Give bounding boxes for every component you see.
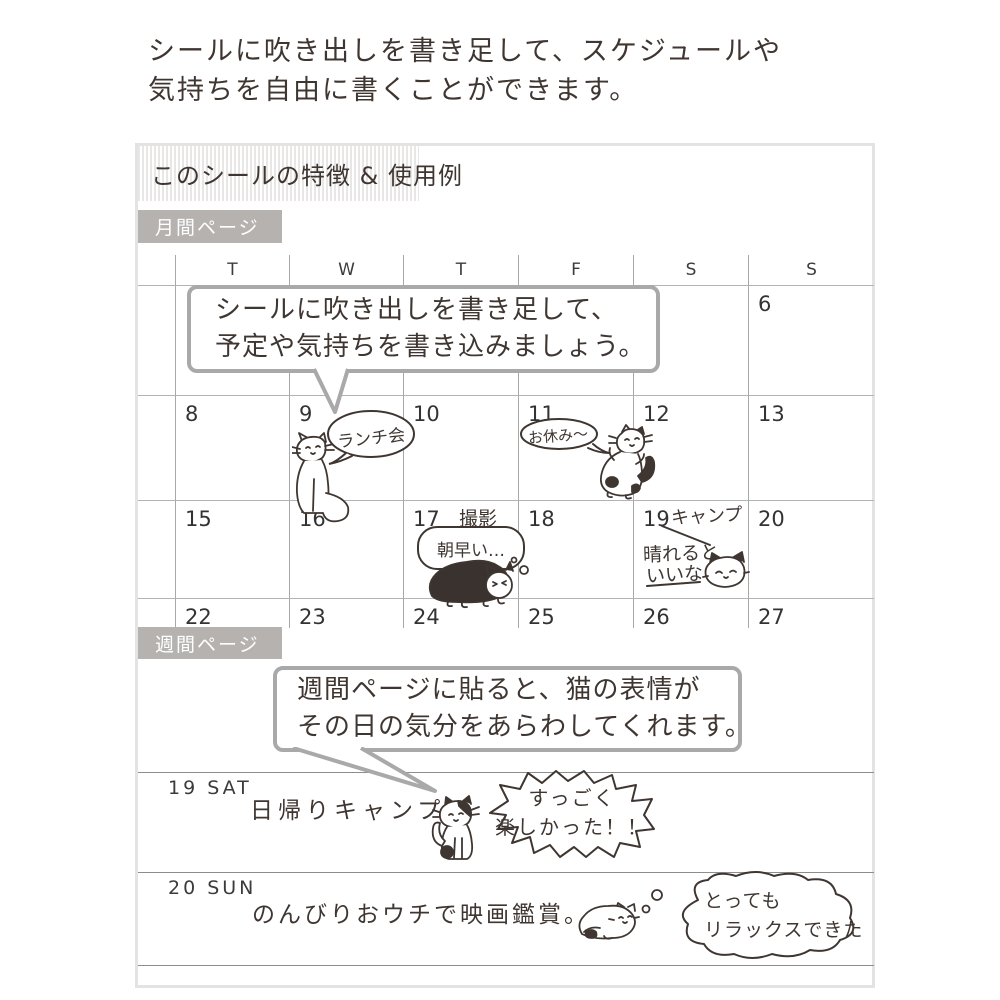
calendar-cell-10: 10	[404, 395, 519, 500]
calendar-cell-26: 26	[634, 598, 749, 628]
weekly-row-entry: 日帰りキャンプ	[250, 798, 446, 824]
calendar-cell-6: 6	[749, 285, 874, 395]
calendar-cell-25: 25	[519, 598, 634, 628]
weekly-callout-tail	[292, 747, 437, 793]
calendar-cell-8: 8	[176, 395, 290, 500]
weekly-row-entry: のんびりおウチで映画鑑賞。	[252, 902, 590, 928]
weekly-page-label: 週間ページ	[138, 627, 282, 659]
calendar-cell-27: 27	[749, 598, 874, 628]
thought-dots-icon	[510, 556, 529, 575]
burst-bubble-line1: すっごく	[528, 786, 616, 810]
weekday-header: T	[404, 255, 519, 285]
burst-bubble-line2: 楽しかった！！	[495, 815, 649, 839]
calendar-cell	[138, 500, 176, 598]
monthly-page-label: 月間ページ	[138, 210, 282, 243]
monthly-callout-bubble: シールに吹き出しを書き足して、 予定や気持ちを書き込みましょう。	[187, 285, 660, 373]
calendar-cell-12: 12	[634, 395, 749, 500]
weekly-callout-bubble: 週間ページに貼ると、猫の表情が その日の気分をあらわしてくれます。	[273, 666, 752, 752]
patched-cat-illustration	[599, 424, 656, 500]
weekday-header: F	[519, 255, 634, 285]
burst-speech-bubble: すっごく 楽しかった！！	[486, 767, 658, 859]
weekly-page-label-text: 週間ページ	[155, 633, 260, 656]
calendar-cell	[138, 395, 176, 500]
monthly-page-label-text: 月間ページ	[155, 217, 260, 239]
cloud-bubble-line1: とっても	[704, 890, 782, 912]
intro-line1: シールに吹き出しを書き足して、スケジュールや	[148, 36, 782, 67]
intro-line2: 気持ちを自由に書くことができます。	[148, 75, 639, 106]
speech-bubble-dayoff: お休み〜	[519, 417, 611, 459]
weekly-callout-line1: 週間ページに貼ると、猫の表情が	[297, 675, 701, 705]
section-title: このシールの特徴 & 使用例	[151, 162, 463, 190]
weekday-header: T	[176, 255, 290, 285]
weekly-callout-line2: その日の気分をあらわしてくれます。	[297, 712, 752, 742]
calendar-cell-23: 23	[290, 598, 404, 628]
handwritten-underline-strokes	[646, 525, 711, 587]
cat-face-illustration	[702, 551, 750, 588]
weekly-row-divider	[138, 965, 874, 966]
weekday-header: W	[290, 255, 404, 285]
sticker-text-dayoff: お休み〜	[527, 424, 589, 448]
front-sitting-cat-illustration	[431, 795, 480, 860]
weekday-header: S	[634, 255, 749, 285]
weekday-header: S	[806, 260, 817, 280]
intro-text: シールに吹き出しを書き足して、スケジュールや 気持ちを自由に書くことができます。	[148, 32, 782, 110]
weekly-row-date: 19 SAT	[168, 777, 252, 799]
calendar-cell-13: 13	[749, 395, 874, 500]
cloud-bubble-line2: リラックスできた	[704, 919, 864, 941]
weekly-row-divider	[138, 872, 874, 873]
curled-cat-illustration	[578, 902, 640, 940]
speech-bubble-lunch: ランチ会	[324, 409, 416, 467]
calendar-cell-20: 20	[749, 500, 874, 598]
sticker-text-early-morning: 朝早い…	[437, 540, 505, 561]
calendar-cell	[138, 598, 176, 628]
calendar-cell	[138, 285, 176, 395]
calendar-cell-15: 15	[176, 500, 290, 598]
calendar-cell-22: 22	[176, 598, 290, 628]
section-title-banner: このシールの特徴 & 使用例	[138, 146, 462, 201]
monthly-callout-line1: シールに吹き出しを書き足して、	[215, 295, 618, 325]
cloud-bubble-text: とっても リラックスできた	[704, 887, 863, 945]
black-lying-cat-illustration	[428, 559, 514, 609]
monthly-callout-line2: 予定や気持ちを書き込みましょう。	[215, 332, 646, 362]
calendar-cell-18: 18	[519, 500, 634, 598]
calendar-cell	[634, 285, 749, 395]
cloud-thought-bubble: とっても リラックスできた	[664, 868, 862, 960]
sticker-text-shoot: 撮影	[459, 508, 498, 530]
white-sitting-cat-illustration	[292, 432, 350, 523]
monthly-callout-tail	[312, 368, 350, 414]
burst-bubble-text: すっごく 楽しかった！！	[486, 784, 658, 842]
weekly-row-date: 20 SUN	[168, 877, 257, 899]
calendar-corner-cell	[138, 255, 176, 285]
thought-dots-icon	[641, 889, 663, 914]
sticker-text-sunny2: いいな	[645, 562, 704, 588]
weekly-row-divider	[138, 772, 874, 773]
